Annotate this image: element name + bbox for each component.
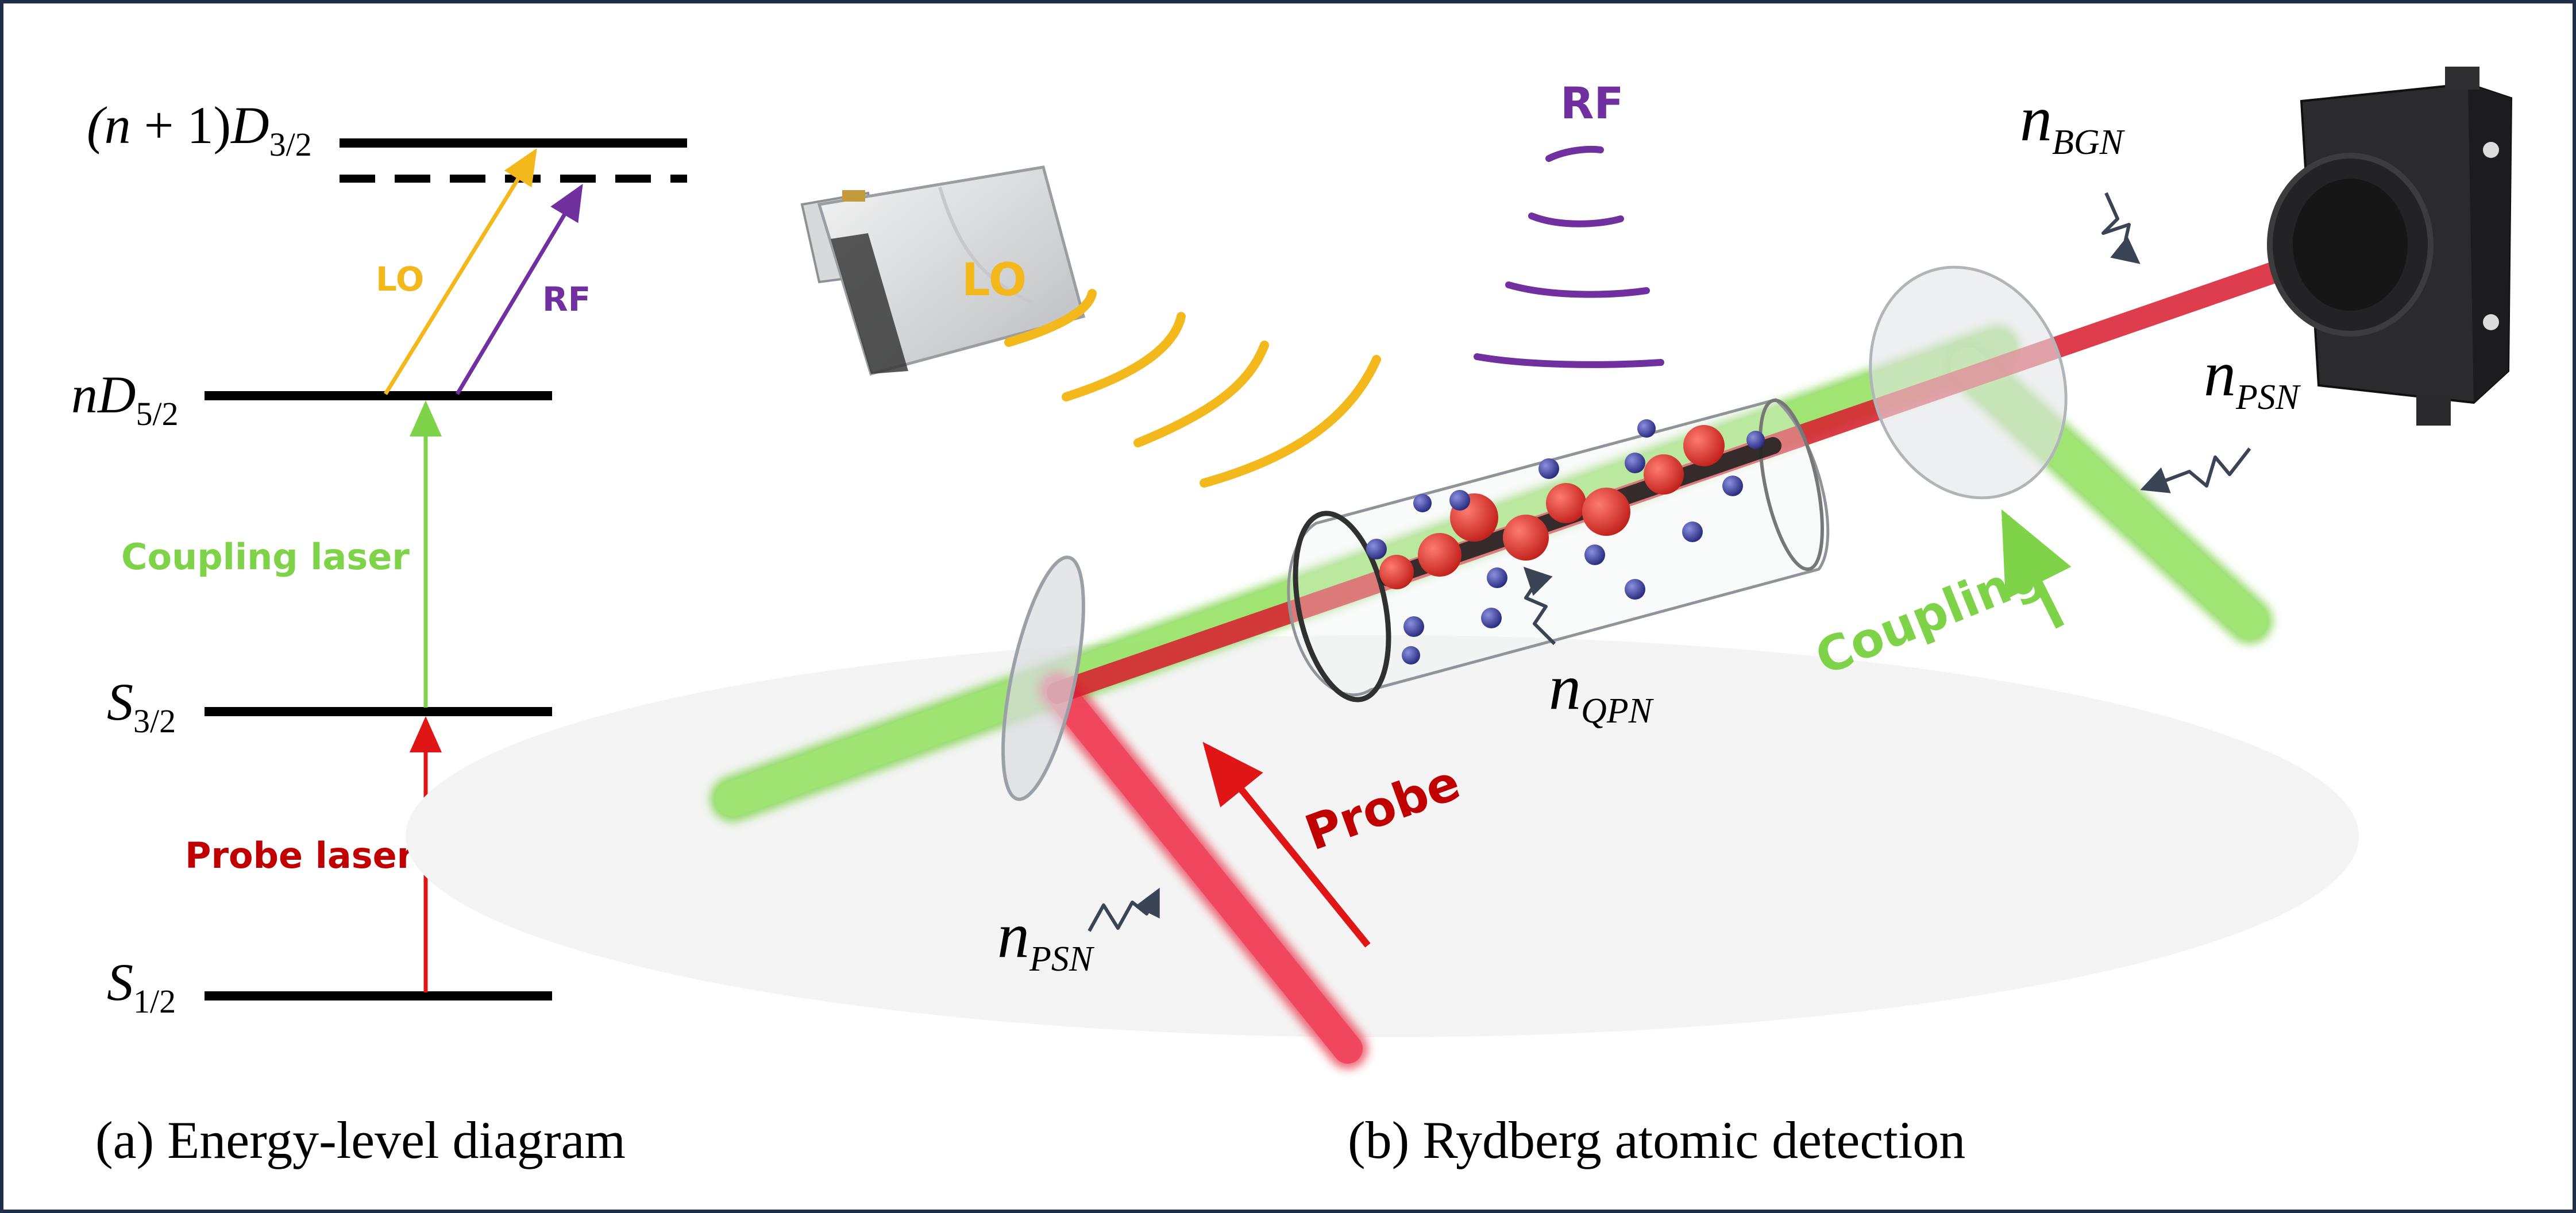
figure-canvas: (n + 1)D3/2 nD5/2 S3/2 S1/2 LO RF Coupli…: [71, 67, 2513, 1169]
noise-label-psn-right: nPSN: [2204, 338, 2301, 417]
level-label-s12: S1/2: [107, 953, 176, 1020]
probe-direction-arrow: [1202, 741, 1371, 948]
level-label-nd52: nD5/2: [71, 365, 179, 432]
coupling-laser-label: Coupling laser: [121, 536, 410, 578]
rf-label: RF: [1560, 78, 1624, 129]
rf-transition-arrow: [455, 183, 583, 395]
noise-label-qpn: nQPN: [1549, 652, 1655, 731]
coupling-direction-arrow: [2001, 509, 2072, 629]
lo-transition-arrow: [384, 148, 537, 395]
psn-left-noise-icon: [1088, 887, 1160, 932]
probe-laser-label: Probe laser: [185, 835, 415, 876]
coupling-beam-label: Coupling: [1808, 544, 2051, 686]
mirror-right: [1869, 265, 2068, 500]
bgn-noise-icon: [2101, 192, 2141, 264]
horn-antenna: [800, 165, 1086, 376]
photodetector: [2267, 67, 2513, 426]
lo-wavefronts: [1004, 289, 1381, 488]
psn-right-noise-icon: [2140, 447, 2251, 493]
level-label-upper: (n + 1)D3/2: [87, 96, 312, 163]
mirror-left: [1001, 555, 1085, 801]
noise-label-bgn: nBGN: [2020, 83, 2126, 162]
rf-transition-label: RF: [542, 280, 591, 319]
rf-wavefronts: [1474, 145, 1664, 368]
lo-label: LO: [962, 254, 1027, 306]
lo-transition-label: LO: [376, 260, 424, 299]
rydberg-setup: LO RF Coupling: [406, 67, 2513, 1169]
caption-b: (b) Rydberg atomic detection: [1348, 1111, 1965, 1169]
caption-a: (a) Energy-level diagram: [95, 1111, 626, 1169]
noise-label-psn-left: nPSN: [997, 900, 1095, 979]
atoms: [1366, 419, 1765, 665]
level-label-s32: S3/2: [107, 673, 176, 740]
qpn-noise-icon: [1523, 566, 1556, 646]
energy-level-diagram: (n + 1)D3/2 nD5/2 S3/2 S1/2 LO RF Coupli…: [71, 96, 687, 1169]
